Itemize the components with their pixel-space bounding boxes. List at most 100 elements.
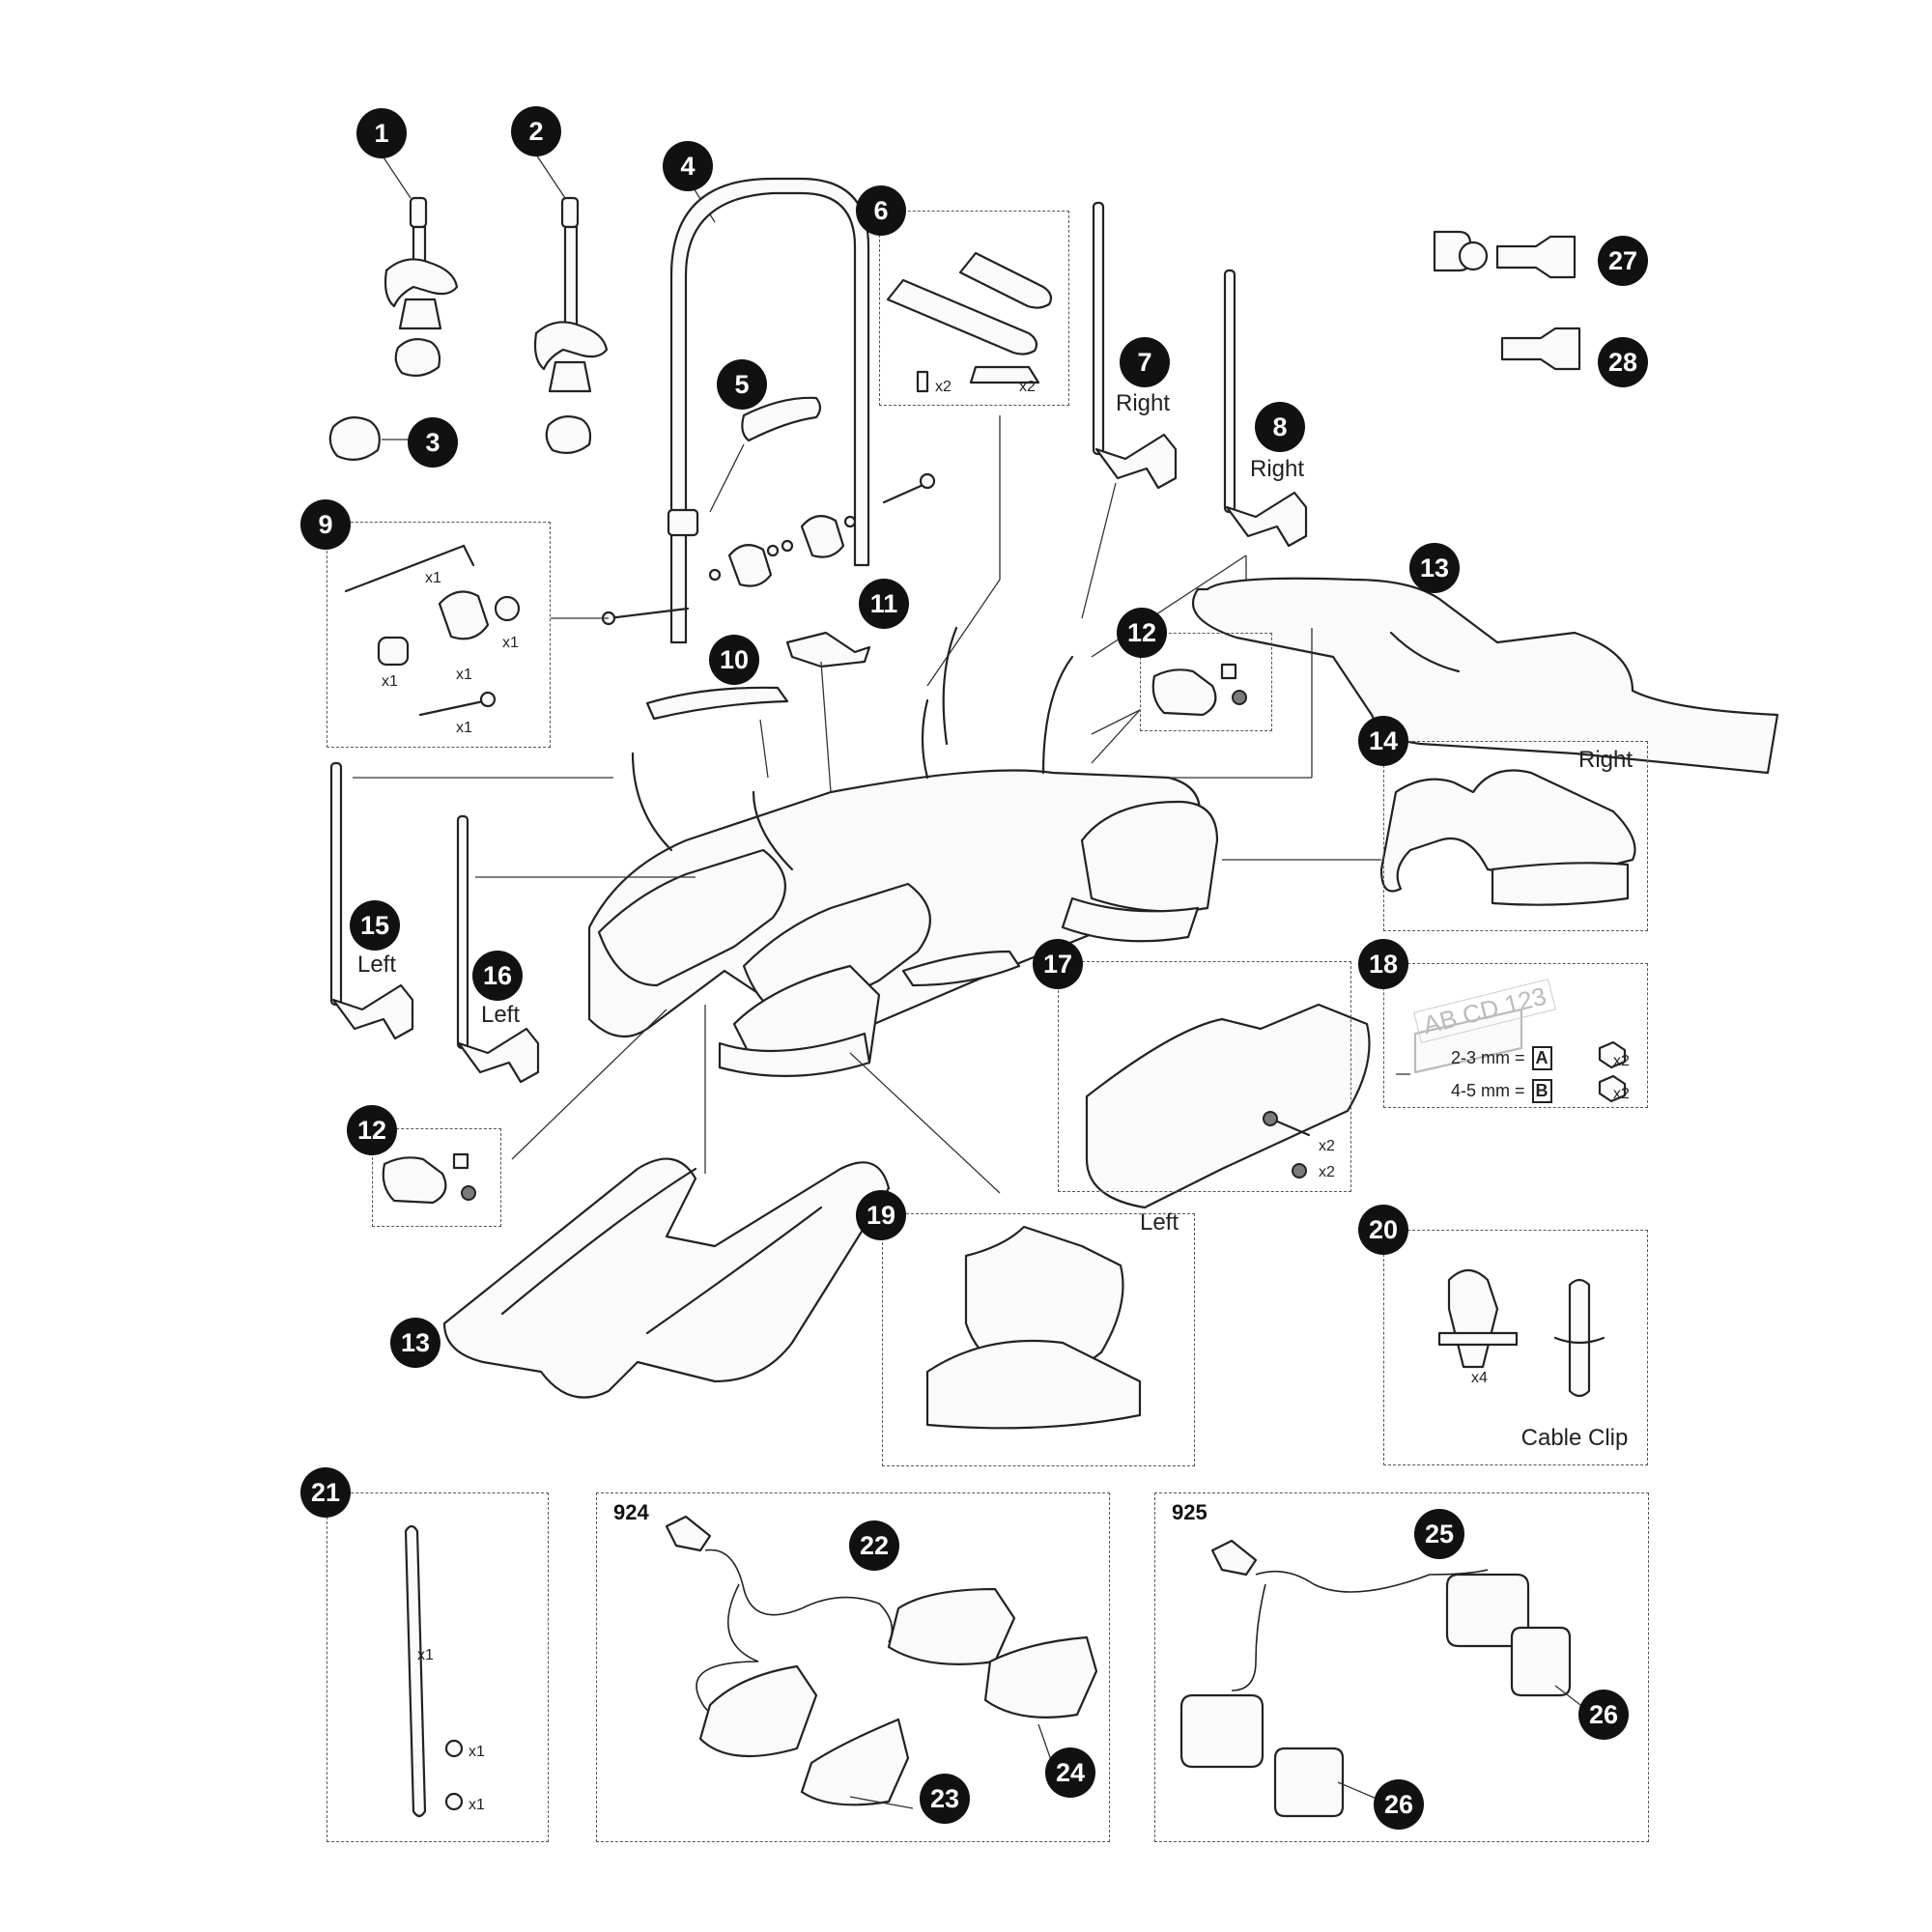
callout-17: 17	[1033, 939, 1083, 989]
box-14	[1383, 741, 1648, 931]
callout-24: 24	[1045, 1747, 1095, 1798]
qty-9-knob: x1	[456, 667, 472, 683]
callout-2: 2	[511, 106, 561, 156]
box-17	[1058, 961, 1351, 1192]
callout-27: 27	[1598, 236, 1648, 286]
box-924	[596, 1492, 1110, 1842]
callout-12-lower: 12	[347, 1105, 397, 1155]
part-1-frame-holder	[381, 154, 459, 378]
callout-8: 8	[1255, 402, 1305, 452]
part-9-hardware-kit	[344, 544, 609, 717]
qty-9-bolt: x1	[456, 720, 472, 736]
qty-6-screw: x2	[935, 379, 952, 395]
callout-21: 21	[300, 1467, 351, 1518]
callout-28: 28	[1598, 337, 1648, 387]
kit-924-label: 924	[613, 1500, 649, 1524]
callout-13-lower: 13	[390, 1318, 440, 1368]
part-27-lock-and-key	[1433, 230, 1577, 279]
box-12-upper	[1140, 633, 1272, 731]
plate-row-a-text: 2-3 mm =	[1451, 1048, 1525, 1067]
callout-10: 10	[709, 635, 759, 685]
callout-18: 18	[1358, 939, 1408, 989]
qty-21-nut: x1	[469, 1744, 485, 1760]
box-20	[1383, 1230, 1648, 1465]
part-14-light-housing-right	[1222, 769, 1636, 906]
callout-23: 23	[920, 1774, 970, 1824]
part-8-arm-right	[1091, 269, 1308, 658]
qty-20-clip: x4	[1471, 1370, 1488, 1386]
part-20-cable-clip	[1437, 1268, 1605, 1398]
part-12-end-cap-lower	[382, 1009, 668, 1205]
callout-22: 22	[849, 1520, 899, 1571]
qty-9-spacer: x1	[382, 673, 398, 690]
callout-7: 7	[1120, 337, 1170, 387]
callout-12-upper: 12	[1117, 608, 1167, 658]
label-left-16: Left	[480, 1002, 521, 1028]
part-11-latch	[785, 631, 871, 793]
callout-5: 5	[717, 359, 767, 410]
part-19-light-housing-left	[925, 1225, 1142, 1430]
plate-row-a: 2-3 mm = A	[1451, 1046, 1552, 1070]
part-10-cover	[645, 686, 789, 779]
callout-9: 9	[300, 499, 351, 550]
qty-21-screw: x1	[469, 1797, 485, 1813]
part-13-wheel-tray-upper	[1164, 577, 1779, 779]
qty-17-bolt: x2	[1319, 1138, 1335, 1154]
part-2-frame-holder-long	[533, 154, 609, 455]
label-left-19: Left	[1139, 1209, 1179, 1236]
callout-11: 11	[859, 579, 909, 629]
callout-26-left: 26	[1374, 1779, 1424, 1830]
label-left-15: Left	[356, 952, 397, 978]
part-28-key	[1500, 327, 1581, 371]
box-9	[327, 522, 551, 748]
qty-9-key: x1	[425, 570, 441, 586]
callout-13-upper: 13	[1409, 543, 1460, 593]
part-3-knob-cap	[328, 416, 411, 461]
main-carrier-body	[587, 626, 1219, 1077]
callout-3: 3	[408, 417, 458, 468]
plate-row-b: 4-5 mm = B	[1451, 1079, 1552, 1103]
box-18	[1383, 963, 1648, 1108]
part-18-plate-holder	[1396, 1008, 1627, 1103]
label-right-7: Right	[1115, 390, 1171, 416]
qty-6-bracket: x2	[1019, 379, 1036, 395]
part-12-end-cap-upper	[1091, 663, 1247, 764]
box-12-lower	[372, 1128, 501, 1227]
callout-15: 15	[350, 900, 400, 951]
qty-18-a: x2	[1613, 1053, 1630, 1069]
cable-clip-label: Cable Clip	[1520, 1425, 1629, 1451]
qty-18-b: x2	[1613, 1086, 1630, 1102]
callout-26-right: 26	[1578, 1690, 1629, 1740]
box-6	[879, 211, 1069, 406]
part-15-arm-left	[329, 761, 613, 1040]
part-13-wheel-tray-lower	[442, 1005, 891, 1399]
plate-code-a: A	[1531, 1046, 1552, 1070]
box-19	[882, 1213, 1195, 1466]
kit-924-wiring	[665, 1515, 1098, 1809]
part-17-body-panel	[849, 1003, 1371, 1209]
plate-code-b: B	[1531, 1079, 1552, 1103]
qty-9-washer: x1	[502, 635, 519, 651]
callout-19: 19	[856, 1190, 906, 1240]
box-925	[1154, 1492, 1649, 1842]
part-16-arm-left	[456, 814, 696, 1084]
callout-6: 6	[856, 185, 906, 236]
kit-925-label: 925	[1172, 1500, 1208, 1524]
callout-1: 1	[356, 108, 407, 158]
callout-20: 20	[1358, 1205, 1408, 1255]
part-5-clip	[709, 396, 822, 513]
label-right-8: Right	[1249, 456, 1305, 482]
callout-16: 16	[472, 951, 523, 1001]
qty-17-screw: x2	[1319, 1164, 1335, 1180]
plate-row-b-text: 4-5 mm =	[1451, 1081, 1525, 1100]
part-6-tube-kit	[886, 251, 1053, 687]
callout-4: 4	[663, 141, 713, 191]
label-right-14: Right	[1577, 747, 1634, 773]
part-7-arm-right	[1081, 201, 1178, 619]
callout-25: 25	[1414, 1509, 1464, 1559]
kit-925-wiring	[1179, 1539, 1585, 1818]
part-21-strap	[404, 1524, 464, 1818]
callout-14: 14	[1358, 716, 1408, 766]
